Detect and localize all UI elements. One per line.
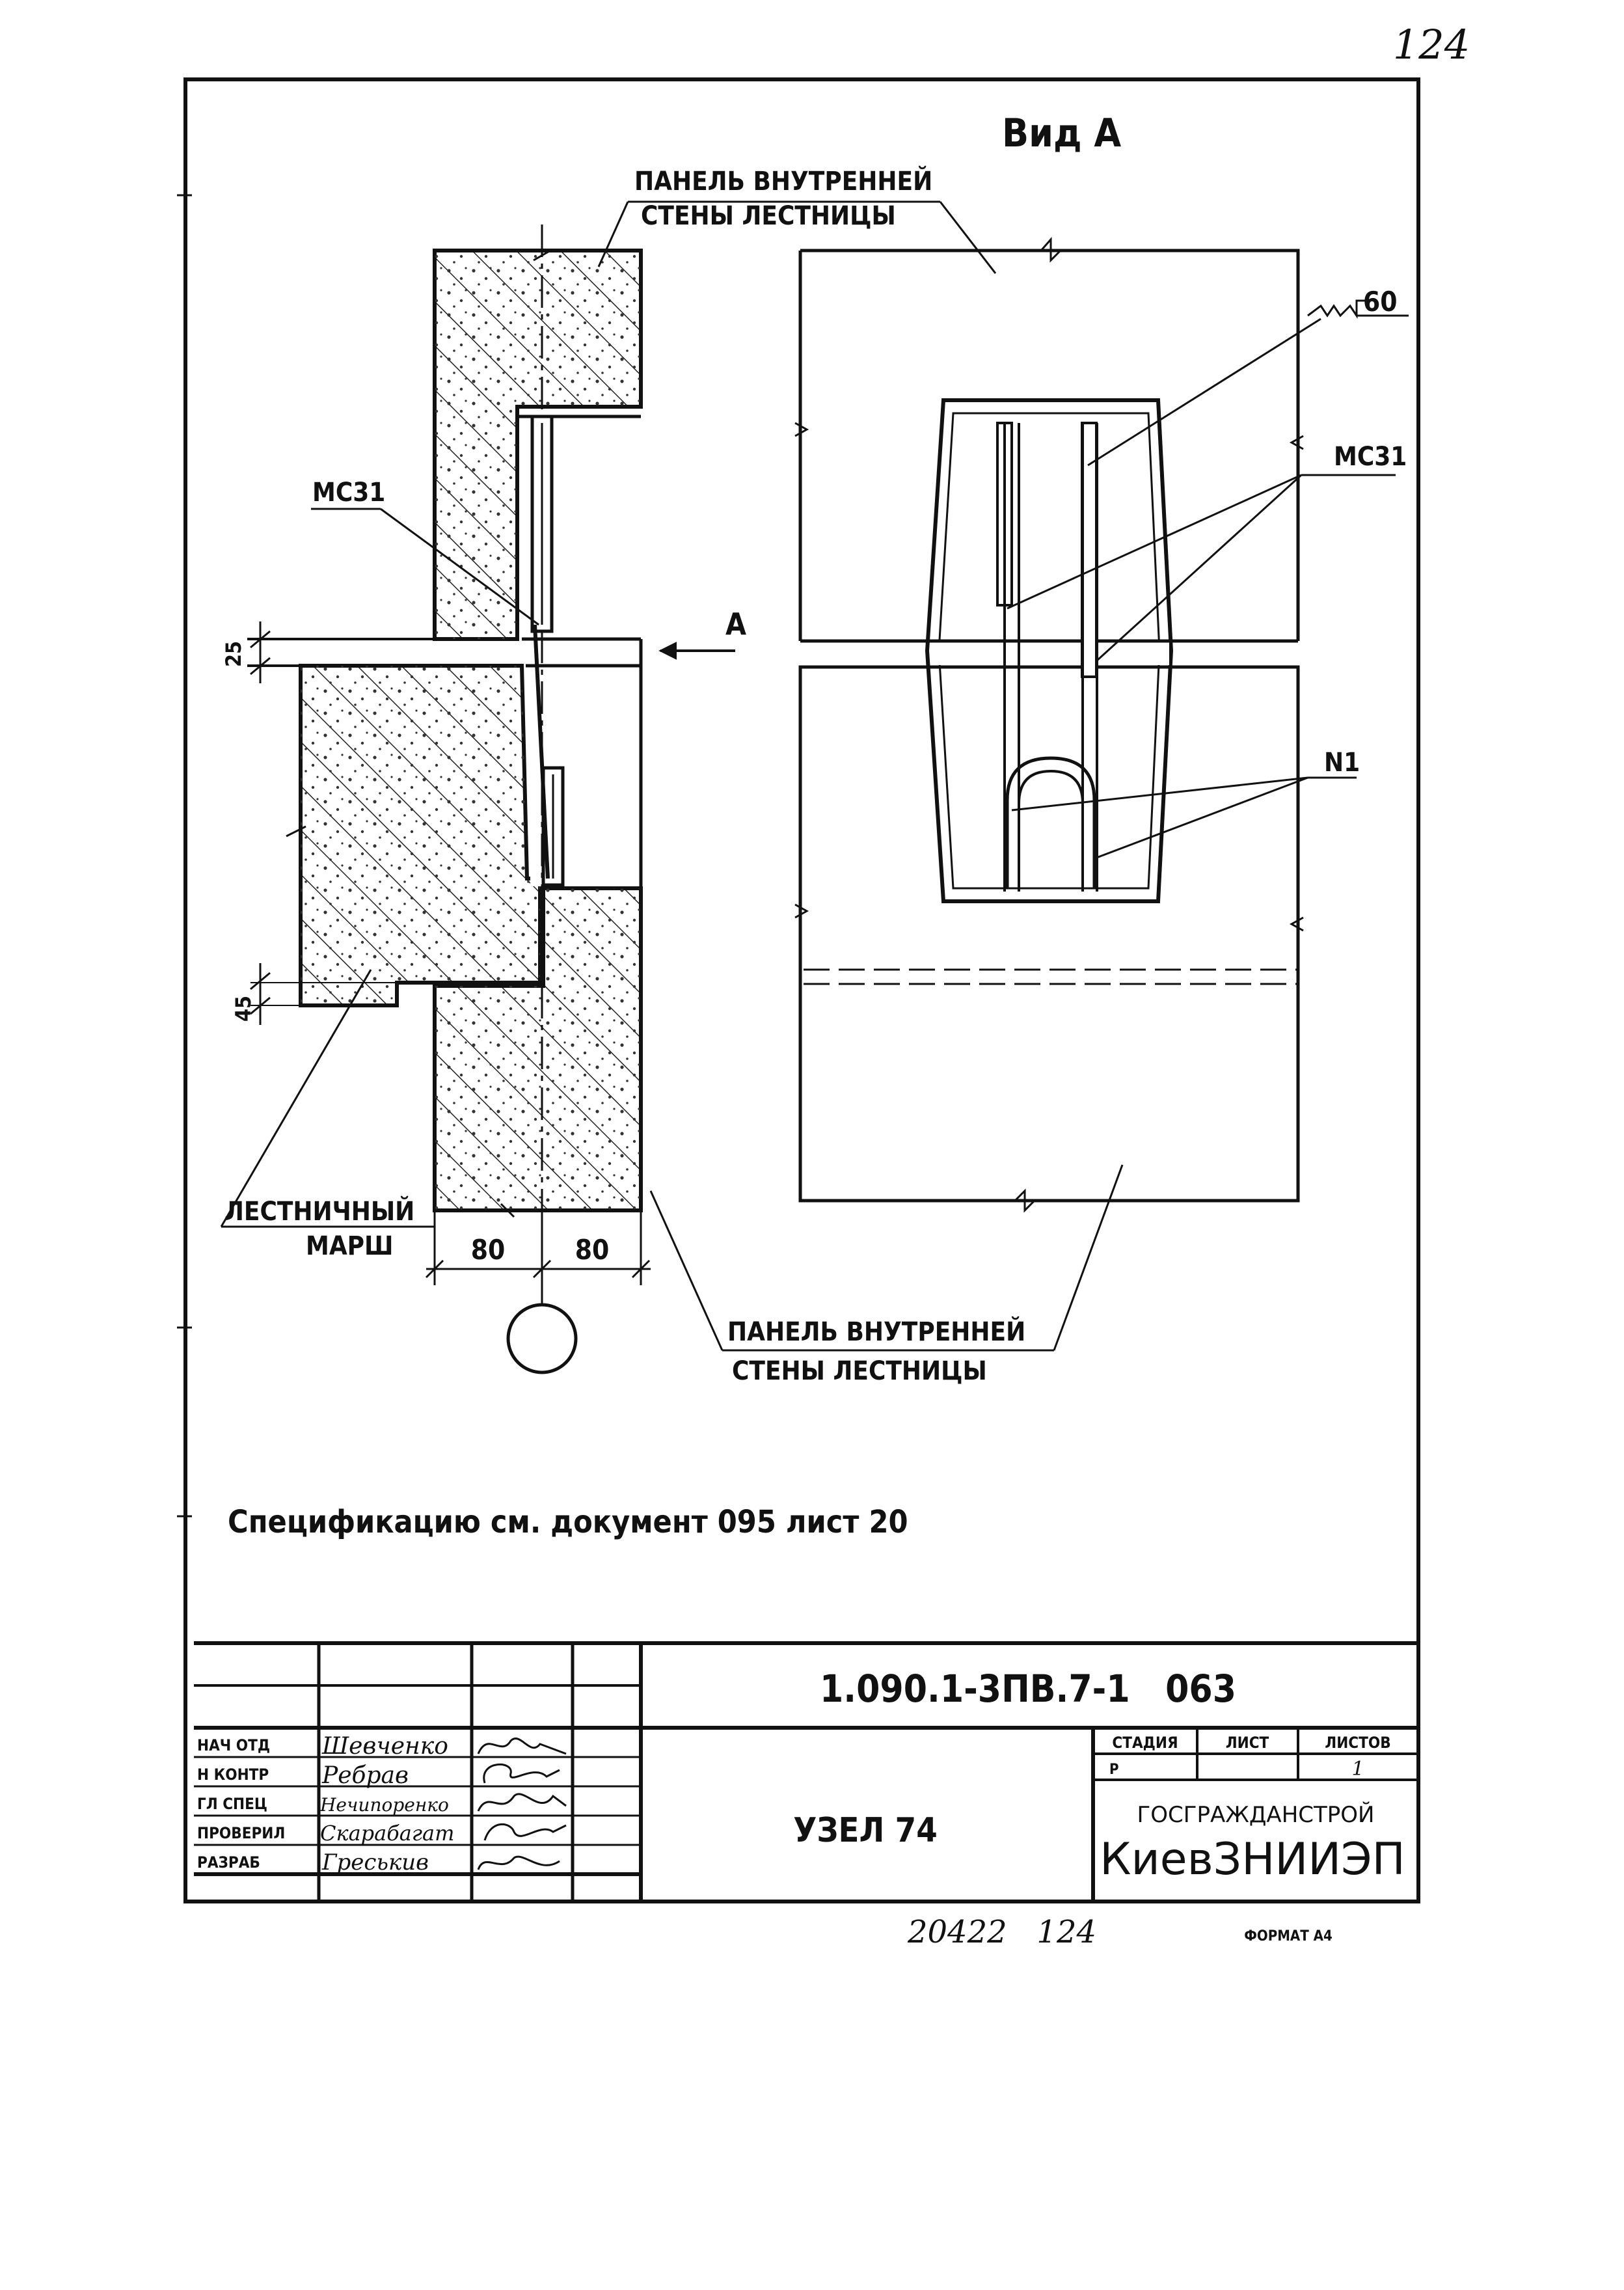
svg-text:Скарабагат: Скарабагат [320,1821,454,1846]
svg-text:Ребрав: Ребрав [321,1762,409,1789]
label-panel-top-2: СТЕНЫ ЛЕСТНИЦЫ [641,201,896,231]
label-mc31-right: МС31 [1334,442,1407,472]
label-flight-2: МАРШ [306,1231,394,1261]
stage-value: Р [1109,1762,1119,1778]
svg-text:80: 80 [471,1234,506,1266]
signature-row: Н КОНТР Ребрав [197,1762,560,1789]
dimension-gap: 25 [221,621,271,683]
svg-text:80: 80 [575,1234,610,1266]
section-arrow-label: А [725,607,746,642]
weld-symbol [1307,299,1366,319]
axis-bubble [506,1303,578,1374]
label-panel-bottom-1: ПАНЕЛЬ ВНУТРЕННЕЙ [727,1316,1025,1347]
lower-wall-panel [433,886,643,1212]
signature-row: НАЧ ОТД Шевченко [197,1733,567,1760]
signature-row: ПРОВЕРИЛ Скарабагат [197,1821,567,1846]
dimension-step: 45 [231,963,397,1025]
format-label: ФОРМАТ А4 [1244,1928,1332,1944]
node-name: УЗЕЛ 74 [793,1811,938,1850]
svg-text:Н КОНТР: Н КОНТР [197,1765,269,1784]
svg-text:ГЛ СПЕЦ: ГЛ СПЕЦ [197,1795,267,1813]
recess-pocket [925,398,1174,903]
anchor-plate-mc31 [530,415,565,887]
page-number: 124 [1393,21,1470,68]
title-block: 1.090.1-3ПВ.7-1 063 УЗЕЛ 74 СТАДИЯ ЛИСТ … [194,1641,1418,1900]
signature-row: ГЛ СПЕЦ Нечипоренко [197,1793,567,1816]
signature-row: РАЗРАБ Греськив [197,1849,560,1875]
doc-code: 1.090.1-3ПВ.7-1 063 [820,1667,1236,1711]
svg-text:ПРОВЕРИЛ: ПРОВЕРИЛ [197,1824,285,1842]
org-line-2: КиевЗНИИЭП [1100,1834,1405,1885]
view-a: Вид А [794,111,1409,1213]
svg-text:РАЗРАБ: РАЗРАБ [197,1853,260,1872]
stage-header: СТАДИЯ [1112,1734,1178,1752]
section-view: А 25 45 80 80 [220,165,1124,1386]
sheets-value: 1 [1351,1758,1364,1780]
view-a-title: Вид А [1002,111,1121,156]
svg-text:45: 45 [231,996,256,1022]
svg-text:Нечипоренко: Нечипоренко [319,1794,449,1816]
anchor-rods [996,422,1098,892]
sheets-header: ЛИСТОВ [1325,1734,1390,1752]
org-line-1: ГОСГРАЖДАНСТРОЙ [1137,1801,1375,1828]
svg-text:25: 25 [221,641,246,667]
label-mc31-left: МС31 [312,478,385,508]
specification-note: Спецификацию см. документ 095 лист 20 [228,1504,908,1540]
archive-number: 20422 124 [907,1914,1096,1950]
label-flight-1: ЛЕСТНИЧНЫЙ [224,1195,414,1227]
label-weld: 60 [1363,286,1398,318]
svg-text:Греськив: Греськив [321,1849,429,1875]
sheet-frame [183,77,1420,1903]
stair-flight [299,664,542,1007]
dimension-widths: 80 80 [425,1210,651,1285]
svg-text:НАЧ ОТД: НАЧ ОТД [197,1736,270,1754]
svg-text:Шевченко: Шевченко [321,1733,448,1760]
label-panel-bottom-2: СТЕНЫ ЛЕСТНИЦЫ [732,1356,987,1386]
label-panel-top-1: ПАНЕЛЬ ВНУТРЕННЕЙ [634,165,932,197]
label-n1: N1 [1324,748,1360,778]
sheet-header: ЛИСТ [1226,1734,1269,1752]
